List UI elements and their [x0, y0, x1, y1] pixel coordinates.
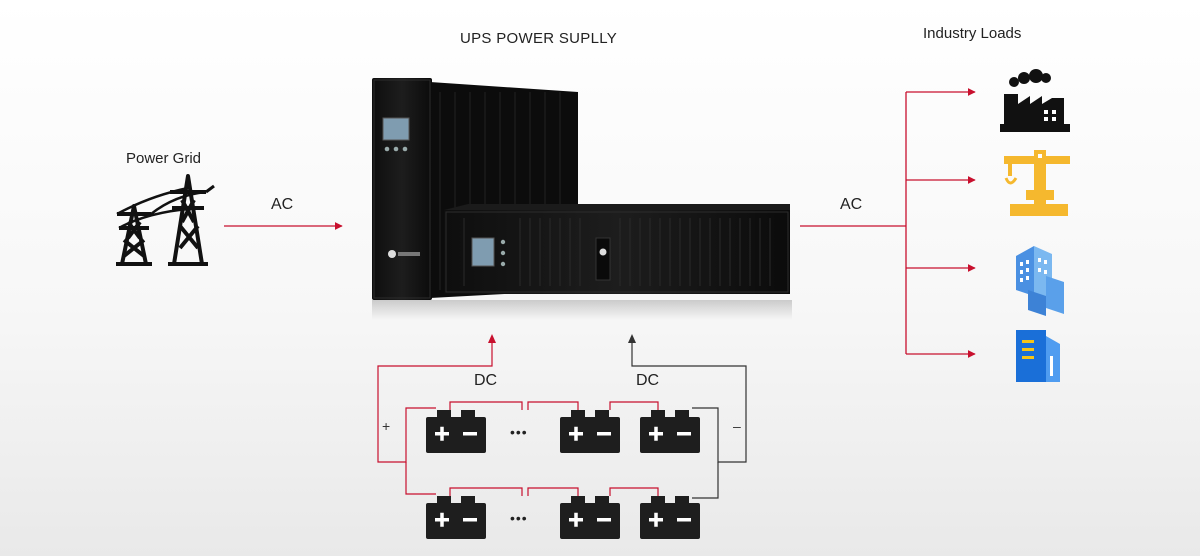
positive-terminal-sign: +	[382, 418, 391, 434]
power-grid-tower-icon	[116, 174, 215, 266]
tower-logo-icon	[388, 250, 396, 258]
tower-control-button[interactable]	[402, 146, 408, 152]
diagram-title: UPS POWER SUPLLY	[460, 30, 618, 47]
tower-control-button[interactable]	[393, 146, 399, 152]
industry-loads-label: Industry Loads	[923, 25, 1022, 42]
dc-positive-label: DC	[474, 372, 498, 389]
negative-terminal-sign: –	[733, 418, 741, 434]
rack-lcd-screen	[471, 237, 495, 267]
office-tower-icon	[1016, 330, 1060, 382]
office-building-icon	[1016, 246, 1064, 316]
tower-control-button[interactable]	[384, 146, 390, 152]
battery-icon	[640, 496, 700, 539]
rack-logo-icon	[599, 248, 607, 256]
ac-output-label: AC	[840, 196, 863, 213]
dc-negative-label: DC	[636, 372, 660, 389]
battery-icon	[640, 410, 700, 453]
ups-rack-unit	[372, 204, 792, 320]
rack-control-button[interactable]	[500, 261, 506, 267]
tower-lcd-screen	[382, 117, 410, 141]
crane-icon	[1004, 150, 1070, 216]
ac-input-label: AC	[271, 196, 294, 213]
battery-icon	[560, 410, 620, 453]
factory-icon	[1000, 69, 1070, 132]
rack-control-button[interactable]	[500, 250, 506, 256]
power-grid-label: Power Grid	[126, 150, 202, 167]
rack-control-button[interactable]	[500, 239, 506, 245]
battery-icon	[560, 496, 620, 539]
more-batteries-ellipsis: •••	[510, 424, 528, 440]
battery-icon	[426, 410, 486, 453]
more-batteries-ellipsis: •••	[510, 510, 528, 526]
battery-icon	[426, 496, 486, 539]
